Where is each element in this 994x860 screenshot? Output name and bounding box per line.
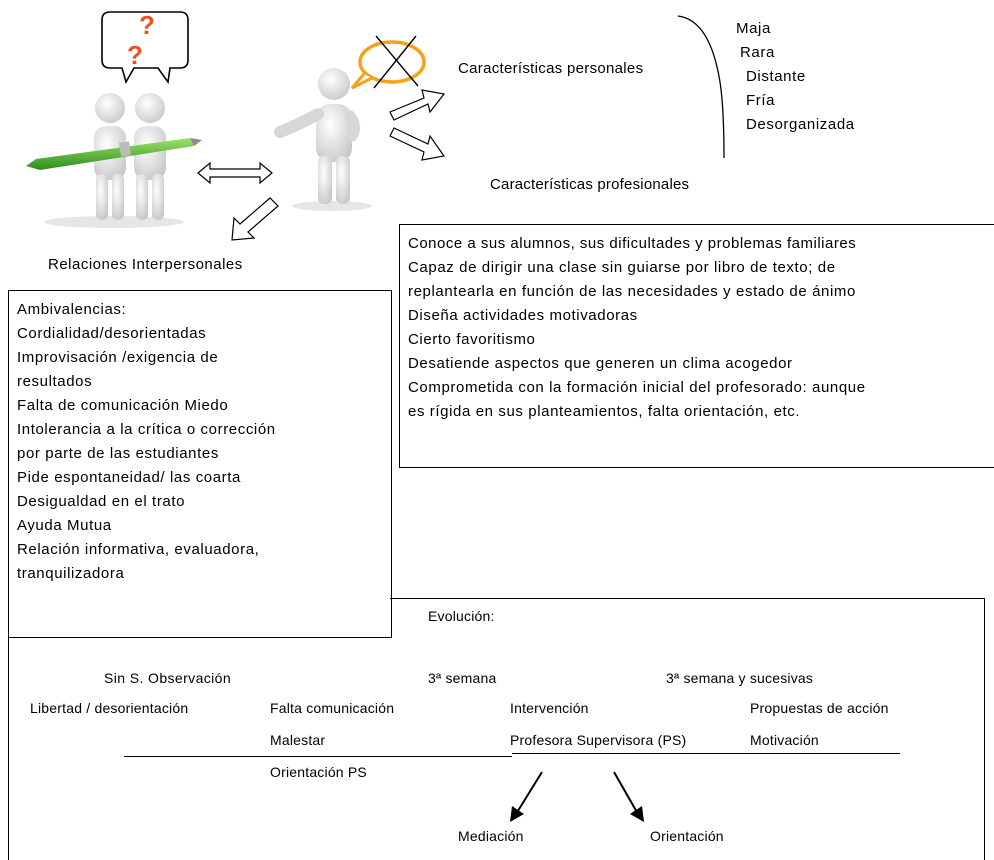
pro-line-2: Capaz de dirigir una clase sin guiarse p… bbox=[408, 259, 836, 276]
orientacion: Orientación bbox=[650, 828, 724, 844]
motivacion: Motivación bbox=[750, 732, 819, 748]
timeline-line-right bbox=[512, 753, 900, 754]
amb-line-9: Desigualdad en el trato bbox=[17, 493, 186, 510]
pro-line-4: Diseña actividades motivadoras bbox=[408, 307, 638, 324]
orientacion-ps: Orientación PS bbox=[270, 764, 367, 780]
arrow-up-right-icon bbox=[389, 89, 446, 121]
propuestas-de-accion: Propuestas de acción bbox=[750, 700, 889, 716]
pro-line-6: Desatiende aspectos que generen un clima… bbox=[408, 355, 793, 372]
falta-comunicacion: Falta comunicación bbox=[270, 700, 395, 716]
question-bubble-icon bbox=[101, 11, 189, 85]
malestar: Malestar bbox=[270, 732, 326, 748]
caracteristicas-personales-label: Características personales bbox=[458, 60, 644, 77]
pro-line-5: Cierto favoritismo bbox=[408, 331, 536, 348]
question-mark-1: ? bbox=[139, 10, 155, 40]
bracket bbox=[677, 15, 725, 159]
pro-line-3: replantearla en función de las necesidad… bbox=[408, 283, 856, 300]
amb-line-3: Improvisación /exigencia de bbox=[17, 349, 219, 366]
trait-maja: Maja bbox=[736, 20, 771, 37]
amb-line-2: Cordialidad/desorientadas bbox=[17, 325, 207, 342]
trait-fria: Fría bbox=[746, 92, 776, 109]
caracteristicas-profesionales-label: Características profesionales bbox=[490, 176, 690, 193]
stage-3-semana: 3ª semana bbox=[428, 670, 497, 686]
arrow-to-orientacion-icon bbox=[613, 771, 644, 822]
arrow-down-right-icon bbox=[389, 127, 446, 161]
professional-traits-box: Conoce a sus alumnos, sus dificultades y… bbox=[399, 224, 994, 468]
pro-line-8: es rígida en sus planteamientos, falta o… bbox=[408, 403, 801, 420]
amb-line-5: Falta de comunicación Miedo bbox=[17, 397, 229, 414]
amb-line-11: Relación informativa, evaluadora, bbox=[17, 541, 260, 558]
trait-rara: Rara bbox=[740, 44, 775, 61]
stage-3-semana-sucesivas: 3ª semana y sucesivas bbox=[666, 670, 814, 686]
amb-line-6: Intolerancia a la crítica o corrección bbox=[17, 421, 276, 438]
crossed-speech-bubble-icon bbox=[350, 35, 426, 90]
profesora-supervisora: Profesora Supervisora (PS) bbox=[510, 732, 687, 748]
mediacion: Mediación bbox=[458, 828, 524, 844]
timeline-line-left bbox=[124, 756, 512, 757]
amb-line-10: Ayuda Mutua bbox=[17, 517, 112, 534]
intervencion: Intervención bbox=[510, 700, 589, 716]
trait-desorganizada: Desorganizada bbox=[746, 116, 855, 133]
libertad-desorientacion: Libertad / desorientación bbox=[30, 700, 189, 716]
trait-distante: Distante bbox=[746, 68, 806, 85]
two-figures-pen-icon bbox=[26, 93, 202, 228]
amb-line-8: Pide espontaneidad/ las coarta bbox=[17, 469, 241, 486]
arrow-to-mediacion-icon bbox=[510, 771, 543, 822]
pro-line-1: Conoce a sus alumnos, sus dificultades y… bbox=[408, 235, 857, 252]
arrow-down-left-icon bbox=[231, 197, 279, 241]
question-mark-2: ? bbox=[127, 40, 143, 70]
relaciones-interpersonales-label: Relaciones Interpersonales bbox=[48, 256, 243, 273]
stage-sin-observacion: Sin S. Observación bbox=[104, 670, 232, 686]
ambivalencias-box: Ambivalencias: Cordialidad/desorientadas… bbox=[8, 290, 392, 638]
pro-line-7: Comprometida con la formación inicial de… bbox=[408, 379, 866, 396]
amb-line-12: tranquilizadora bbox=[17, 565, 125, 582]
double-arrow-icon bbox=[197, 161, 273, 185]
amb-line-7: por parte de las estudiantes bbox=[17, 445, 219, 462]
amb-line-1: Ambivalencias: bbox=[17, 301, 127, 318]
evolucion-title: Evolución: bbox=[428, 608, 495, 624]
presenter-figure-icon bbox=[274, 68, 372, 211]
amb-line-4: resultados bbox=[17, 373, 93, 390]
